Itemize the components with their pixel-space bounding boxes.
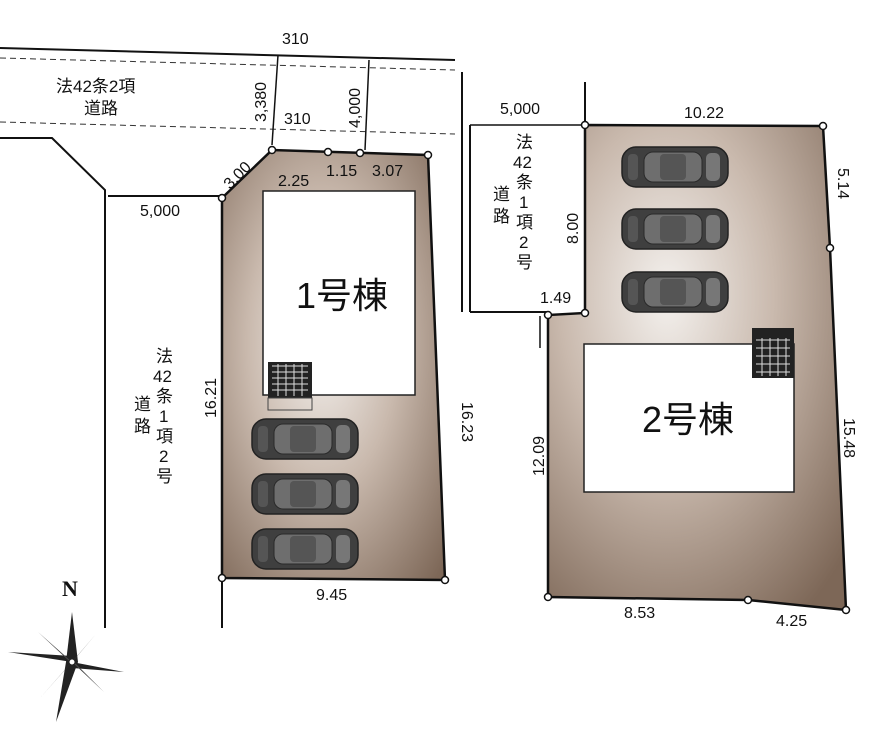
dim-lot2-right-top: 5.14 bbox=[834, 168, 851, 199]
dim-lot2-bottom-b: 4.25 bbox=[776, 613, 807, 630]
terrace-1 bbox=[267, 362, 313, 411]
svg-text:号: 号 bbox=[156, 467, 173, 486]
building-2-label: 2号棟 bbox=[642, 399, 734, 440]
dim-lot2-bottom-a: 8.53 bbox=[624, 605, 655, 622]
dim-front-b: 1.15 bbox=[326, 163, 357, 180]
car-icon bbox=[621, 208, 729, 250]
car-icon bbox=[251, 473, 359, 515]
corner-markers bbox=[217, 120, 851, 615]
svg-text:条: 条 bbox=[516, 173, 533, 192]
left-road-label: 法 42 条 1 項 道 路 2 号 bbox=[134, 347, 173, 486]
svg-text:42: 42 bbox=[513, 153, 532, 172]
dim-road-width-a: 3,380 bbox=[253, 82, 270, 122]
svg-text:2: 2 bbox=[519, 233, 528, 252]
dim-mid-road-width: 5,000 bbox=[500, 101, 540, 118]
dim-lot2-step: 1.49 bbox=[540, 290, 571, 307]
dim-lot1-bottom: 9.45 bbox=[316, 587, 347, 604]
dim-lot2-left-upper: 8.00 bbox=[565, 213, 582, 244]
top-road-label-2: 道路 bbox=[84, 99, 118, 118]
dim-top-offset-a: 310 bbox=[282, 31, 309, 48]
svg-text:1: 1 bbox=[159, 407, 168, 426]
dimension-lines bbox=[271, 54, 585, 348]
dim-lot1-left: 16.21 bbox=[203, 378, 220, 418]
svg-text:1: 1 bbox=[519, 193, 528, 212]
dim-front-c: 3.07 bbox=[372, 163, 403, 180]
svg-text:法: 法 bbox=[156, 347, 173, 366]
car-icon bbox=[621, 271, 729, 313]
dim-front-a: 2.25 bbox=[278, 173, 309, 190]
dim-lot1-right: 16.23 bbox=[458, 402, 475, 442]
car-icon bbox=[251, 418, 359, 460]
svg-text:項: 項 bbox=[516, 213, 533, 232]
mid-road-label: 法 42 条 1 項 道 路 2 号 bbox=[493, 133, 533, 272]
compass-rose-icon: N bbox=[8, 576, 124, 722]
building-1 bbox=[262, 190, 416, 396]
car-icon bbox=[251, 528, 359, 570]
dim-lot2-left-lower: 12.09 bbox=[531, 436, 548, 476]
svg-text:法: 法 bbox=[516, 133, 533, 152]
compass-north-label: N bbox=[62, 576, 78, 601]
svg-text:道: 道 bbox=[493, 185, 510, 204]
top-road-lines bbox=[0, 47, 586, 628]
car-icon bbox=[621, 146, 729, 188]
building-1-label: 1号棟 bbox=[296, 275, 388, 316]
dim-left-road-width: 5,000 bbox=[140, 203, 180, 220]
svg-text:2: 2 bbox=[159, 447, 168, 466]
dim-top-offset-b: 310 bbox=[284, 111, 311, 128]
svg-text:道: 道 bbox=[134, 395, 151, 414]
dim-lot2-right-lower: 15.48 bbox=[840, 418, 857, 458]
svg-text:号: 号 bbox=[516, 253, 533, 272]
svg-text:条: 条 bbox=[156, 387, 173, 406]
dim-lot2-top: 10.22 bbox=[684, 105, 724, 122]
svg-text:42: 42 bbox=[153, 367, 172, 386]
dim-road-width-b: 4,000 bbox=[347, 88, 364, 128]
top-road-label-1: 法42条2項 bbox=[56, 77, 135, 96]
svg-text:項: 項 bbox=[156, 427, 173, 446]
svg-text:路: 路 bbox=[493, 207, 510, 226]
svg-text:路: 路 bbox=[134, 417, 151, 436]
terrace-2 bbox=[752, 328, 794, 378]
